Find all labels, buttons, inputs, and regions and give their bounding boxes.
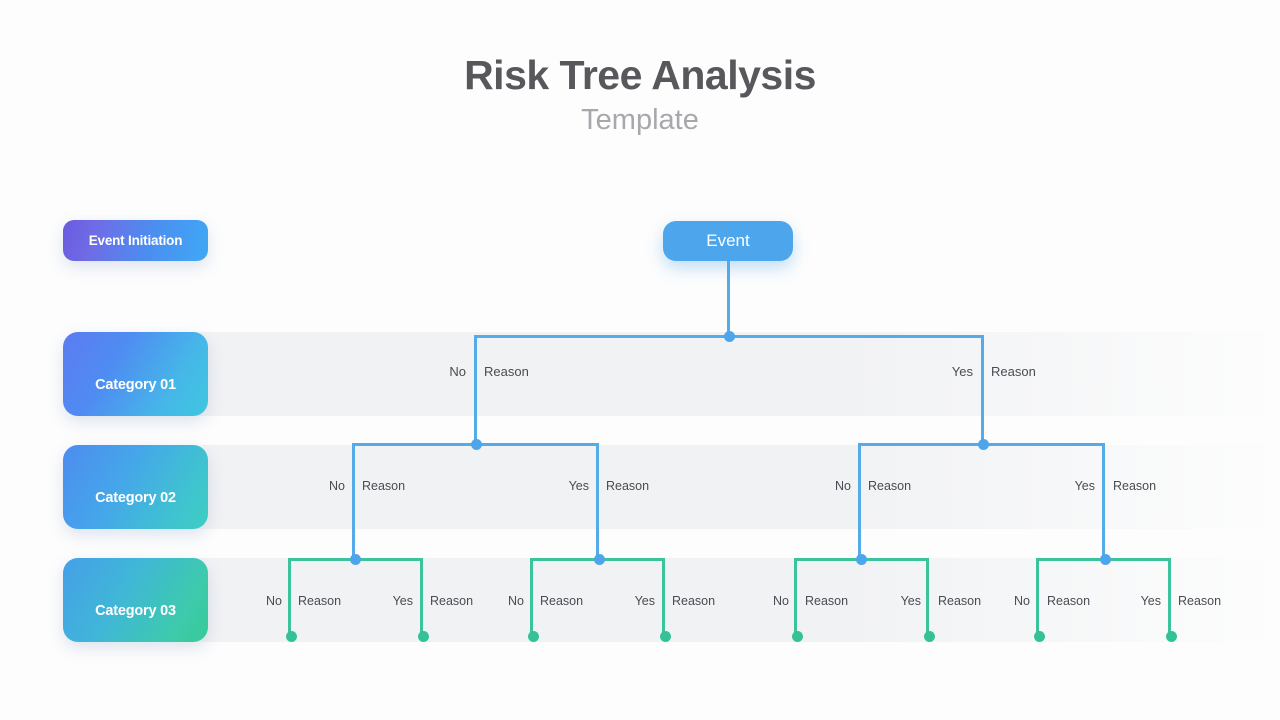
branch-label-l2-0-decision: No: [329, 479, 345, 493]
branch-label-l1-0-decision: No: [449, 364, 466, 379]
branch-label-l3-4-outcome: Reason: [805, 594, 849, 608]
node-event-root[interactable]: Event: [663, 221, 793, 261]
terminal-dot-l3-6: [1034, 631, 1045, 642]
chip-category-02-label: Category 02: [95, 490, 176, 506]
row-band-category-03: [130, 558, 1280, 642]
junction-dot-root: [724, 331, 735, 342]
branch-label-l1-1-outcome: Reason: [991, 364, 1036, 379]
terminal-dot-l3-5: [924, 631, 935, 642]
junction-dot-l3-g1: [350, 554, 361, 565]
connector-l3-g4-drop-a: [1036, 558, 1039, 635]
chip-category-03-label: Category 03: [95, 603, 176, 619]
branch-label-l3-2-decision: No: [508, 594, 524, 608]
page-subtitle: Template: [581, 104, 699, 136]
connector-root-stem: [727, 259, 730, 338]
junction-dot-l3-g4: [1100, 554, 1111, 565]
branch-label-l3-3-decision: Yes: [634, 594, 655, 608]
connector-l3-g2-drop-a: [530, 558, 533, 635]
connector-l2-left-drop-a: [352, 443, 355, 559]
connector-l3-g3-drop-b: [926, 558, 929, 635]
connector-l3-g2-drop-b: [662, 558, 665, 635]
terminal-dot-l3-1: [418, 631, 429, 642]
junction-dot-l2-right: [978, 439, 989, 450]
branch-label-l1-1-decision: Yes: [951, 364, 973, 379]
connector-level1-left-drop: [474, 335, 477, 445]
branch-label-l3-4-decision: No: [773, 594, 789, 608]
branch-label-l3-7-decision: Yes: [1140, 594, 1161, 608]
connector-l2-right-drop-b: [1102, 443, 1105, 559]
connector-l2-left-drop-b: [596, 443, 599, 559]
branch-label-l2-1-outcome: Reason: [606, 479, 650, 493]
branch-label-l2-3-outcome: Reason: [1113, 479, 1157, 493]
branch-label-l3-5-decision: Yes: [900, 594, 921, 608]
chip-category-01-label: Category 01: [95, 377, 176, 393]
chip-category-01[interactable]: Category 01: [63, 332, 208, 416]
branch-label-l3-0-outcome: Reason: [298, 594, 342, 608]
terminal-dot-l3-4: [792, 631, 803, 642]
connector-l3-g1-drop-b: [420, 558, 423, 635]
branch-label-l2-1-decision: Yes: [568, 479, 589, 493]
row-band-category-02: [130, 445, 1280, 529]
node-event-root-label: Event: [706, 231, 750, 250]
branch-label-l3-3-outcome: Reason: [672, 594, 716, 608]
branch-label-l3-6-decision: No: [1014, 594, 1030, 608]
branch-label-l3-1-decision: Yes: [392, 594, 413, 608]
branch-label-l3-2-outcome: Reason: [540, 594, 584, 608]
connector-level1-right-drop: [981, 335, 984, 445]
branch-label-l3-7-outcome: Reason: [1178, 594, 1222, 608]
branch-label-l3-5-outcome: Reason: [938, 594, 982, 608]
junction-dot-l2-left: [471, 439, 482, 450]
junction-dot-l3-g2: [594, 554, 605, 565]
branch-label-l2-2-decision: No: [835, 479, 851, 493]
connector-l3-g1-drop-a: [288, 558, 291, 635]
chip-event-initiation[interactable]: Event Initiation: [63, 220, 208, 261]
terminal-dot-l3-7: [1166, 631, 1177, 642]
terminal-dot-l3-0: [286, 631, 297, 642]
row-band-category-01: [130, 332, 1280, 416]
chip-category-03[interactable]: Category 03: [63, 558, 208, 642]
chip-category-02[interactable]: Category 02: [63, 445, 208, 529]
branch-label-l3-0-decision: No: [266, 594, 282, 608]
branch-label-l3-6-outcome: Reason: [1047, 594, 1091, 608]
branch-label-l2-2-outcome: Reason: [868, 479, 912, 493]
connector-l3-g4-drop-b: [1168, 558, 1171, 635]
junction-dot-l3-g3: [856, 554, 867, 565]
branch-label-l1-0-outcome: Reason: [484, 364, 529, 379]
terminal-dot-l3-3: [660, 631, 671, 642]
terminal-dot-l3-2: [528, 631, 539, 642]
connector-l3-g3-drop-a: [794, 558, 797, 635]
branch-label-l2-0-outcome: Reason: [362, 479, 406, 493]
chip-event-initiation-label: Event Initiation: [88, 233, 183, 248]
page-title: Risk Tree Analysis: [464, 52, 816, 98]
branch-label-l3-1-outcome: Reason: [430, 594, 474, 608]
branch-label-l2-3-decision: Yes: [1074, 479, 1095, 493]
connector-l2-right-drop-a: [858, 443, 861, 559]
